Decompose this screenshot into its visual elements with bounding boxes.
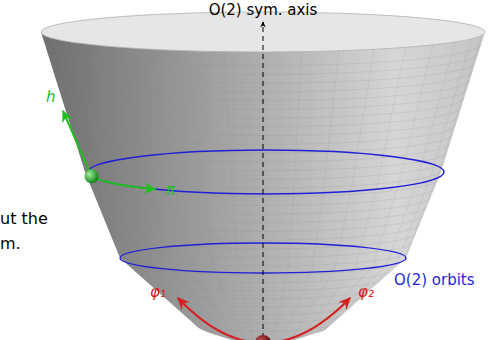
- field-label: φ₂: [358, 283, 374, 301]
- orbit-label: O(2) orbits: [394, 271, 475, 289]
- orbit-ellipse: [88, 150, 444, 194]
- field-ball: [85, 169, 99, 183]
- vacuum-ball: [255, 335, 271, 340]
- cut-text: m.: [0, 235, 21, 253]
- goldstone-direction: [178, 298, 350, 340]
- pi-arrow: [92, 176, 156, 189]
- axis-label: O(2) sym. axis: [209, 1, 318, 19]
- field-label: π: [166, 181, 175, 199]
- paraboloid-surface: [41, 32, 484, 340]
- field-label: φ₁: [150, 283, 166, 301]
- h-arrow: [63, 111, 92, 176]
- field-label: h: [46, 88, 56, 106]
- cut-text: ut the: [0, 210, 48, 228]
- symmetry-axis: [263, 22, 264, 338]
